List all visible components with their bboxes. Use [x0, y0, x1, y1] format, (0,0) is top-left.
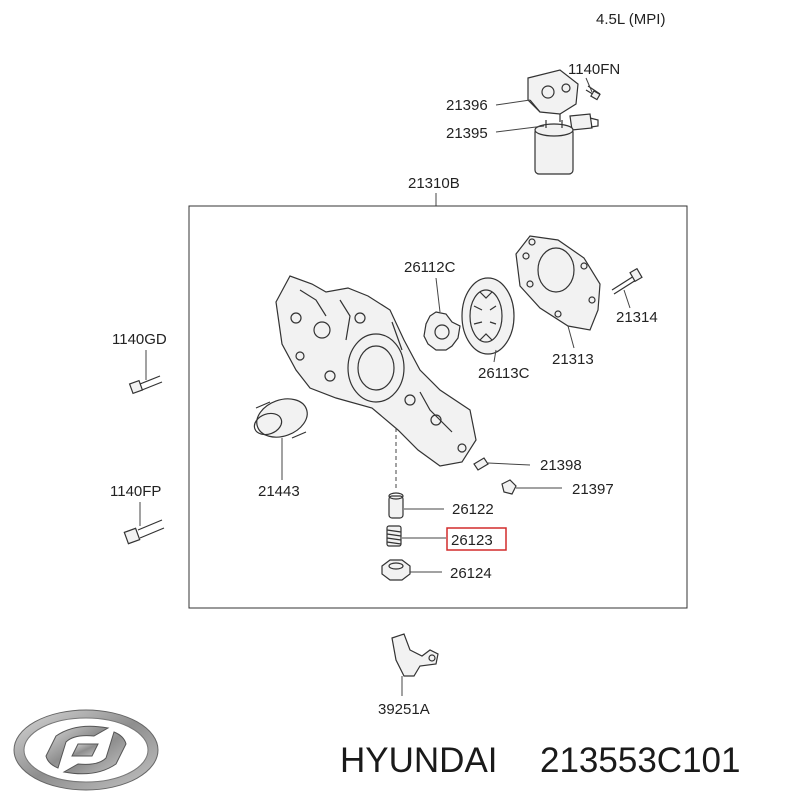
oil-filter-housing-21396	[527, 69, 579, 122]
clip-21397	[501, 479, 517, 495]
leader-21313	[567, 325, 575, 349]
screw-21314	[611, 267, 643, 295]
label-21396: 21396	[446, 97, 488, 114]
label-21310B: 21310B	[408, 175, 460, 192]
relief-plunger-26122	[388, 492, 404, 519]
label-21397: 21397	[572, 481, 614, 498]
label-21395: 21395	[446, 125, 488, 142]
engine-note: 4.5L (MPI)	[596, 11, 665, 28]
inner-rotor-26112C	[423, 311, 461, 351]
bolt-1140FN	[585, 85, 601, 101]
pin-21398	[473, 457, 489, 471]
label-1140FN: 1140FN	[568, 61, 620, 78]
leader-26112C	[435, 277, 441, 313]
plug-26124	[381, 559, 411, 581]
leader-26113C	[493, 349, 497, 363]
leader-1140FN	[585, 77, 593, 93]
pump-cover-21313	[515, 235, 601, 331]
bolt-1140GD	[128, 375, 163, 395]
label-26113C: 26113C	[478, 365, 530, 382]
oil-pump-housing	[275, 275, 477, 467]
label-1140GD: 1140GD	[112, 331, 167, 348]
oil-filter-assembly	[527, 69, 601, 175]
label-26124: 26124	[450, 565, 492, 582]
brand-name: HYUNDAI	[340, 741, 498, 780]
part-number: 213553C101	[540, 741, 740, 780]
leader-21398	[487, 462, 531, 466]
leader-21314	[623, 289, 631, 309]
oil-filter-canister	[534, 120, 574, 175]
label-26122: 26122	[452, 501, 494, 518]
bolt-1140FP	[123, 519, 165, 545]
label-1140FP: 1140FP	[110, 483, 161, 500]
label-21398: 21398	[540, 457, 582, 474]
hyundai-logo	[13, 709, 159, 791]
oil-pressure-sensor-21395	[569, 113, 599, 131]
relief-spring-26123	[386, 525, 402, 547]
label-26112C: 26112C	[404, 259, 456, 276]
oil-seal-21443	[253, 398, 308, 439]
leader-21395	[495, 125, 545, 133]
label-21313: 21313	[552, 351, 594, 368]
label-21314: 21314	[616, 309, 658, 326]
outer-rotor-26113C	[461, 277, 515, 355]
oil-pump-assembly-box	[188, 205, 688, 609]
bracket-39251A	[391, 633, 439, 677]
label-39251A: 39251A	[378, 701, 430, 718]
leader-21396	[495, 99, 531, 106]
label-26123[interactable]: 26123	[451, 532, 493, 549]
highlight-box-26123	[446, 527, 507, 551]
label-21443: 21443	[258, 483, 300, 500]
